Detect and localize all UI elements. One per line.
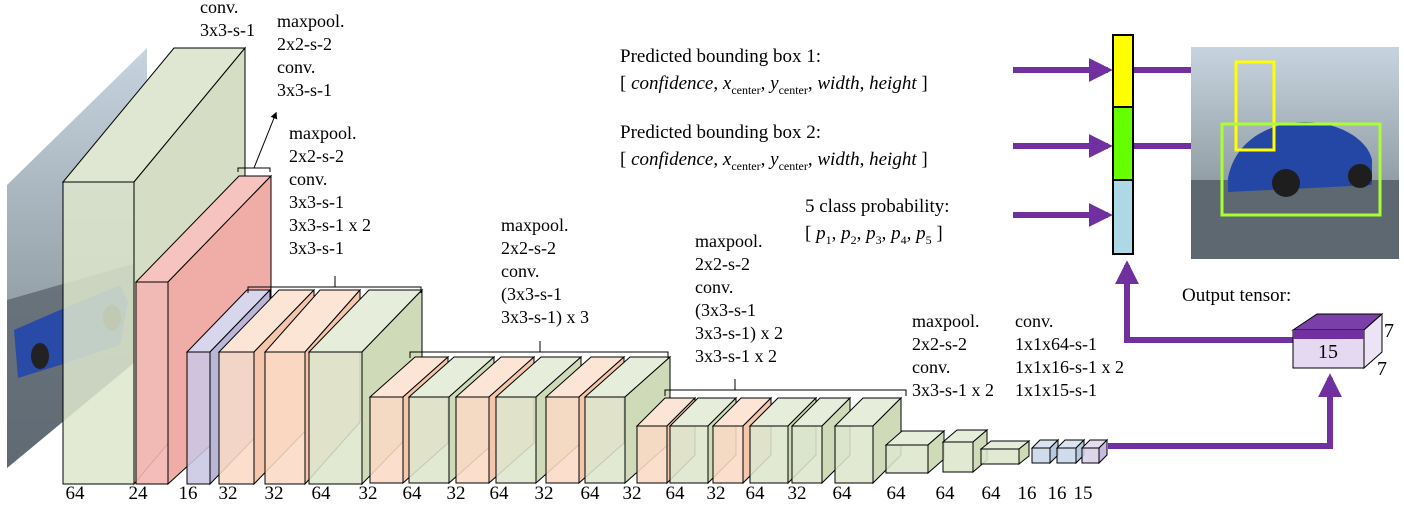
block3-label: maxpool.2x2-s-2 conv.3x3-s-1 3x3-s-1 x 2… [289, 123, 371, 258]
channel-count: 32 [218, 483, 238, 504]
box1-vector: [ confidence, xcenter, ycenter, width, h… [620, 73, 928, 97]
output-depth-label: 15 [1318, 341, 1338, 363]
slab-b7-3 [1080, 438, 1109, 465]
channel-count: 16 [178, 483, 198, 504]
channel-count: 32 [446, 483, 466, 504]
output-dim-b-label: 7 [1377, 358, 1387, 380]
block4-label: maxpool.2x2-s-2 conv.(3x3-s-1 3x3-s-1) x… [501, 215, 589, 327]
box2-description: Predicted bounding box 2: [ confidence, … [620, 119, 928, 180]
output-image [1191, 47, 1399, 259]
output-tensor-title: Output tensor: [1182, 285, 1292, 306]
block5-label: maxpool.2x2-s-2 conv.(3x3-s-1 3x3-s-1) x… [695, 231, 783, 366]
yellow-bounding-box [1234, 60, 1276, 152]
slab-b6-0 [884, 429, 946, 475]
class-description: 5 class probability: [ p1, p2, p3, p4, p… [805, 193, 950, 254]
class-title: 5 class probability: [805, 196, 950, 217]
channel-count: 64 [65, 483, 85, 504]
channel-count: 32 [264, 483, 284, 504]
channel-count: 64 [489, 483, 509, 504]
channel-count: 16 [1017, 483, 1037, 504]
channel-count: 64 [580, 483, 600, 504]
channel-count: 64 [935, 483, 955, 504]
slab-b7-1 [1030, 438, 1060, 465]
block6-slabs [884, 428, 1109, 475]
channel-count: 32 [622, 483, 642, 504]
flow-arrows [1013, 58, 1342, 449]
box2-vector: [ confidence, xcenter, ycenter, width, h… [620, 149, 928, 173]
conv1-label: conv.3x3-s-1 [200, 0, 255, 40]
channel-count: 64 [886, 483, 906, 504]
box1-description: Predicted bounding box 1: [ confidence, … [620, 43, 928, 104]
channel-count: 64 [745, 483, 765, 504]
channel-count: 32 [534, 483, 554, 504]
channel-count: 15 [1073, 483, 1093, 504]
channel-count: 32 [358, 483, 378, 504]
channel-count: 64 [665, 483, 685, 504]
channel-count: 24 [128, 483, 148, 504]
block5-slabs [635, 396, 903, 485]
channel-count: 32 [706, 483, 726, 504]
class-vector: [ p1, p2, p3, p4, p5 ] [805, 223, 943, 247]
channel-count: 64 [402, 483, 422, 504]
block2-label: maxpool.2x2-s-2 conv.3x3-s-1 [277, 11, 345, 100]
channel-count: 64 [832, 483, 852, 504]
green-bounding-box [1220, 122, 1382, 217]
car-body [1228, 122, 1372, 192]
channel-count: 32 [787, 483, 807, 504]
slab-b7-0 [979, 439, 1031, 466]
output-tensor-cube [1291, 312, 1384, 370]
channel-count: 64 [981, 483, 1001, 504]
block6-label: maxpool.2x2-s-2 conv.3x3-s-1 x 2 [912, 311, 994, 400]
slab-b6-1 [941, 428, 989, 474]
box2-title: Predicted bounding box 2: [620, 122, 822, 143]
channel-count: 16 [1047, 483, 1067, 504]
channel-count: 64 [311, 483, 331, 504]
prediction-vector [1112, 34, 1134, 255]
output-dim-a-label: 7 [1384, 320, 1394, 342]
block4-slabs [368, 355, 672, 485]
box1-title: Predicted bounding box 1: [620, 46, 822, 67]
slab-b7-2 [1055, 438, 1086, 465]
